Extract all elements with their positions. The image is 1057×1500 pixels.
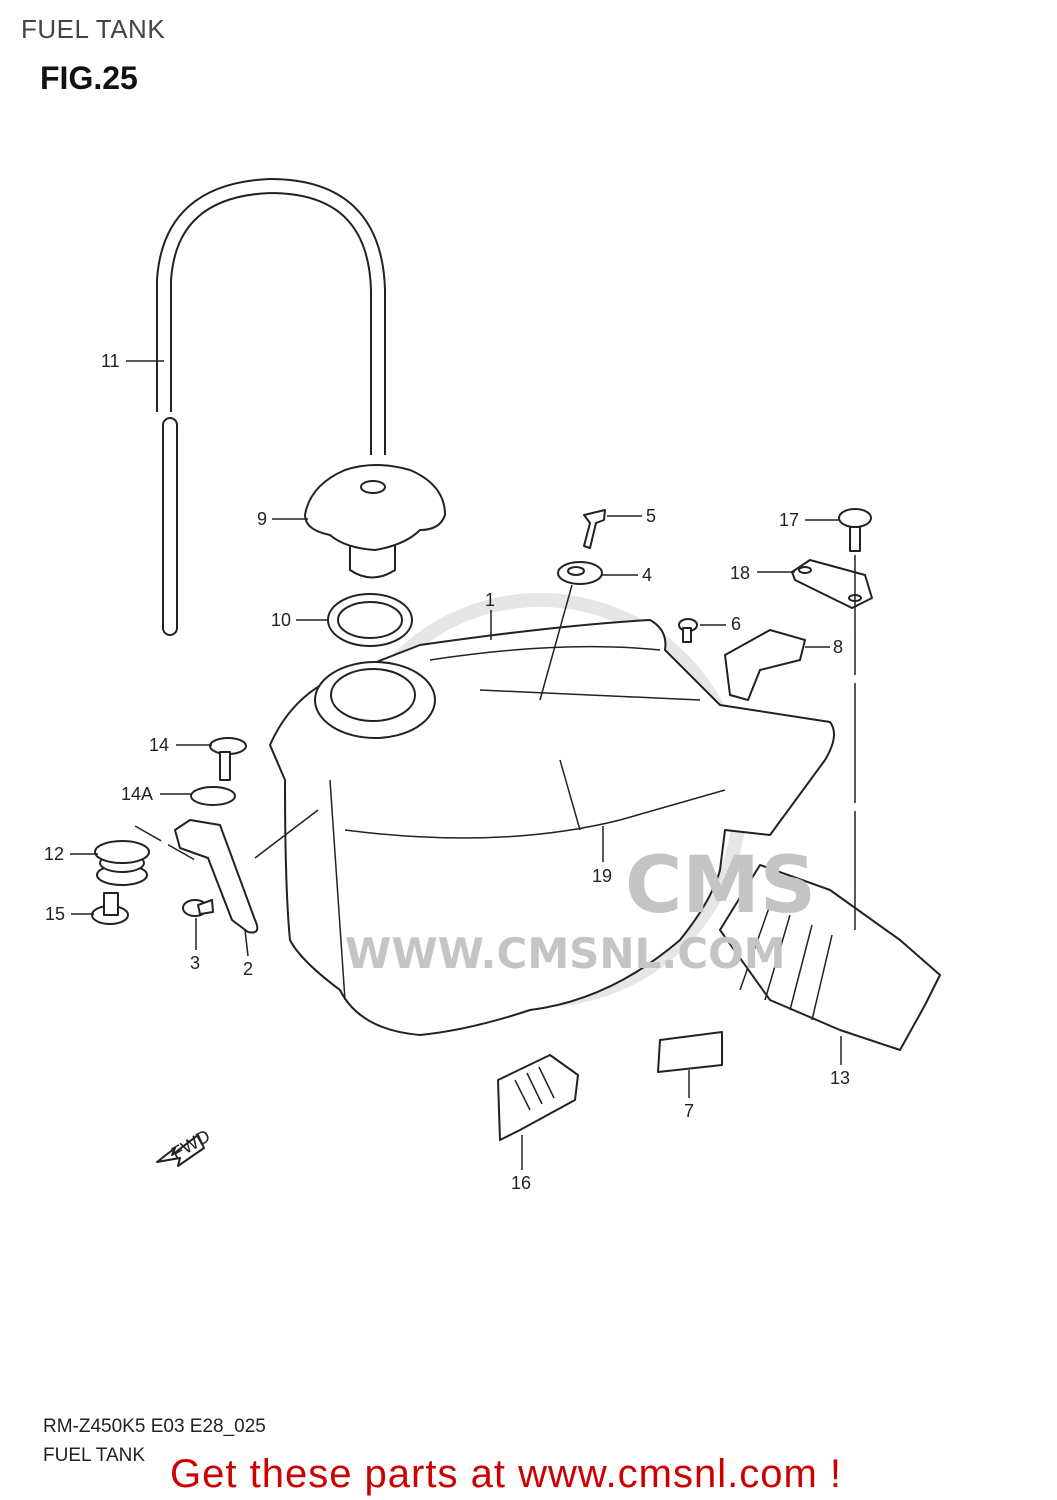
section-title: FUEL TANK (21, 14, 166, 44)
watermark-text: WWW.CMSNL.COM (345, 929, 786, 978)
part-14-bolt[interactable] (209, 737, 247, 781)
promo-link[interactable]: Get these parts at www.cmsnl.com ! (170, 1452, 842, 1496)
label-12: 12 (44, 844, 64, 864)
label-15: 15 (45, 904, 65, 924)
label-14: 14 (149, 735, 169, 755)
fwd-arrow-icon: FWD (156, 1126, 213, 1167)
figure-number: FIG.25 (40, 60, 138, 96)
part-17-bolt[interactable] (838, 508, 872, 552)
part-16-guard[interactable] (497, 1054, 579, 1141)
watermark: CMS WWW.CMSNL.COM (345, 841, 816, 978)
part-6-bolt[interactable] (678, 618, 698, 643)
label-1: 1 (485, 590, 495, 610)
part-18-bracket[interactable] (791, 559, 873, 609)
watermark-logo: CMS (625, 841, 816, 931)
part-1-fuel-tank[interactable] (269, 619, 835, 1036)
part-7-label[interactable] (657, 1031, 723, 1073)
label-2: 2 (243, 959, 253, 979)
label-10: 10 (271, 610, 291, 630)
label-13: 13 (830, 1068, 850, 1088)
label-18: 18 (730, 563, 750, 583)
label-7: 7 (684, 1101, 694, 1121)
label-9: 9 (257, 509, 267, 529)
label-5: 5 (646, 506, 656, 526)
label-8: 8 (833, 637, 843, 657)
part-14a-washer[interactable] (190, 786, 236, 806)
callout-labels: 1 2 3 4 5 6 7 8 9 10 11 12 13 14 14A 15 … (44, 351, 850, 1193)
part-2-bracket[interactable] (174, 819, 259, 934)
footer-title: FUEL TANK (43, 1445, 146, 1466)
label-4: 4 (642, 565, 652, 585)
part-12-grommet[interactable] (94, 840, 150, 886)
label-3: 3 (190, 953, 200, 973)
part-15-collar[interactable] (91, 892, 129, 925)
part-5-bolt[interactable] (583, 509, 606, 549)
leader-lines (70, 360, 856, 1170)
part-10-gasket[interactable] (327, 593, 413, 647)
part-8-clamp[interactable] (724, 629, 806, 701)
label-11: 11 (101, 351, 120, 371)
part-4-cushion[interactable] (557, 561, 603, 585)
part-3-screw[interactable] (182, 899, 214, 917)
diagram-code: RM-Z450K5 E03 E28_025 (43, 1416, 266, 1437)
label-16: 16 (511, 1173, 531, 1193)
label-14a: 14A (121, 784, 153, 804)
label-19: 19 (592, 866, 612, 886)
part-13-cover[interactable] (719, 864, 941, 1051)
part-9-fuel-cap[interactable] (304, 464, 446, 579)
label-17: 17 (779, 510, 799, 530)
part-11-hose[interactable] (156, 177, 386, 636)
label-6: 6 (731, 614, 741, 634)
